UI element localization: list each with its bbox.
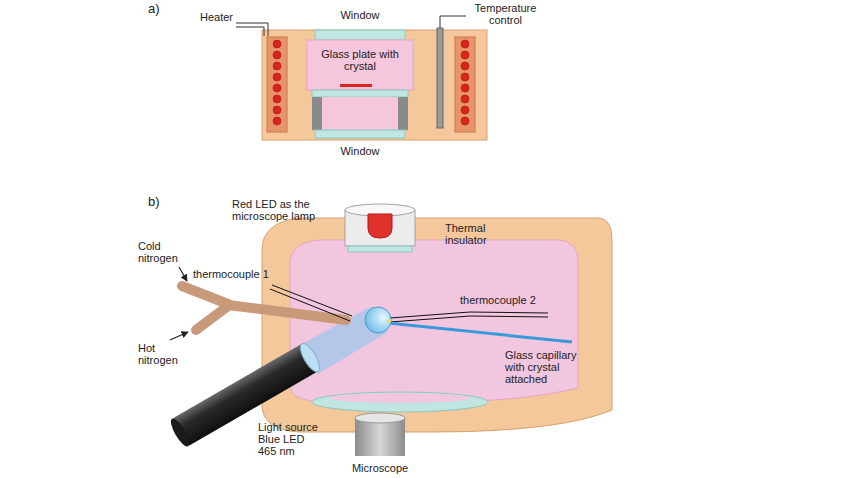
- illustration-part: [273, 95, 281, 103]
- heater-wire: [236, 23, 268, 36]
- spacer: [312, 97, 322, 130]
- chamber-lower: [322, 97, 398, 130]
- part-label: Window: [330, 145, 390, 157]
- bottom-window: [312, 392, 488, 412]
- glass-plate: [312, 90, 408, 97]
- heater-column: [267, 37, 287, 132]
- chamber-upper: [307, 40, 413, 90]
- node-label: Glass plate with crystal: [311, 48, 409, 72]
- illustration-part: [461, 95, 469, 103]
- illustration-part: [273, 117, 281, 125]
- part-label: Temperature control: [468, 2, 543, 26]
- flow-arrow: [179, 267, 187, 281]
- furnace-panel-b: [168, 204, 612, 456]
- illustration-part: [297, 341, 323, 375]
- illustration-part: [273, 73, 281, 81]
- top-window: [348, 246, 412, 252]
- chamber-box: Glass plate with crystal: [307, 40, 413, 84]
- furnace-panel-a: [236, 16, 487, 140]
- part-label: Glass capillary with crystal attached: [505, 349, 595, 385]
- furnace-body: [262, 30, 487, 140]
- part-label: Thermal insulator: [445, 222, 500, 246]
- illustration-part: [273, 40, 281, 48]
- crystal-sphere: [365, 307, 391, 333]
- thermocouple-wire: [390, 312, 548, 322]
- illustration-part: [461, 40, 469, 48]
- panel-letter: a): [148, 3, 172, 15]
- illustration-part: [168, 416, 193, 449]
- illustration-part: [273, 51, 281, 59]
- illustration-part: [182, 286, 228, 304]
- illustration-part: [461, 106, 469, 114]
- panel-letter: b): [148, 196, 172, 208]
- top-window: [315, 30, 405, 40]
- part-label: Red LED as the microscope lamp: [232, 198, 327, 222]
- spacer: [398, 97, 408, 130]
- temperature-probe: [437, 28, 443, 128]
- part-label: thermocouple 1: [193, 268, 293, 280]
- illustration-part: [273, 106, 281, 114]
- nitrogen-pipe: [182, 286, 346, 330]
- microscope-lens: [355, 413, 405, 423]
- part-label: Light source Blue LED 465 nm: [258, 421, 322, 457]
- illustration-part: [273, 62, 281, 70]
- illustration-part: [461, 51, 469, 59]
- crystal: [340, 84, 372, 87]
- housing: [262, 218, 612, 432]
- leader-line: [440, 16, 466, 28]
- illustration-part: [461, 73, 469, 81]
- part-label: Microscope: [345, 462, 415, 474]
- illustration-part: [461, 84, 469, 92]
- part-label: Hot nitrogen: [138, 342, 188, 366]
- illustration-part: [461, 62, 469, 70]
- bottom-window: [315, 130, 405, 138]
- part-label: Cold nitrogen: [138, 240, 188, 264]
- flow-arrow: [170, 332, 188, 340]
- glass-capillary: [388, 323, 572, 342]
- insulator-cap: [345, 210, 415, 246]
- heater-column: [455, 37, 475, 132]
- bottom-window-inner: [330, 393, 470, 403]
- part-label: thermocouple 2: [460, 294, 560, 306]
- part-label: Heater: [200, 11, 250, 23]
- part-label: Window: [330, 9, 390, 21]
- thermocouple-wire: [270, 285, 352, 321]
- illustration-part: [196, 306, 228, 330]
- microscope-objective: [355, 418, 405, 456]
- illustration-part: [461, 117, 469, 125]
- crystal: [387, 319, 391, 323]
- red-led: [368, 214, 392, 238]
- illustration-part: [273, 84, 281, 92]
